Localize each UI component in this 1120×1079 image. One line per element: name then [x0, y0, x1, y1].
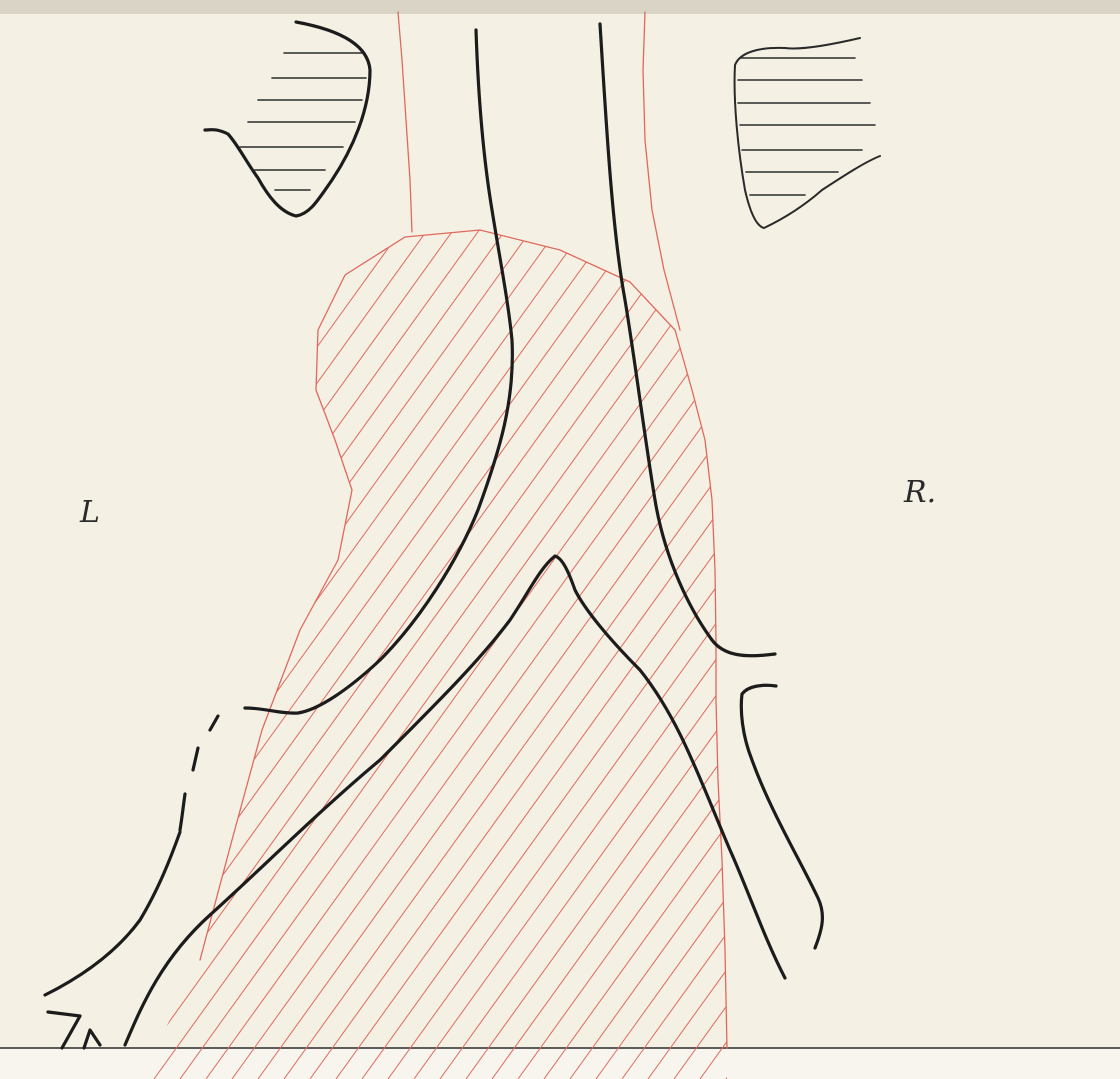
right-side-label: R.	[904, 478, 936, 508]
left-side-label: L	[80, 498, 100, 528]
paper-bottom-edge	[0, 1048, 1120, 1079]
paper-top-shadow	[0, 0, 1120, 14]
